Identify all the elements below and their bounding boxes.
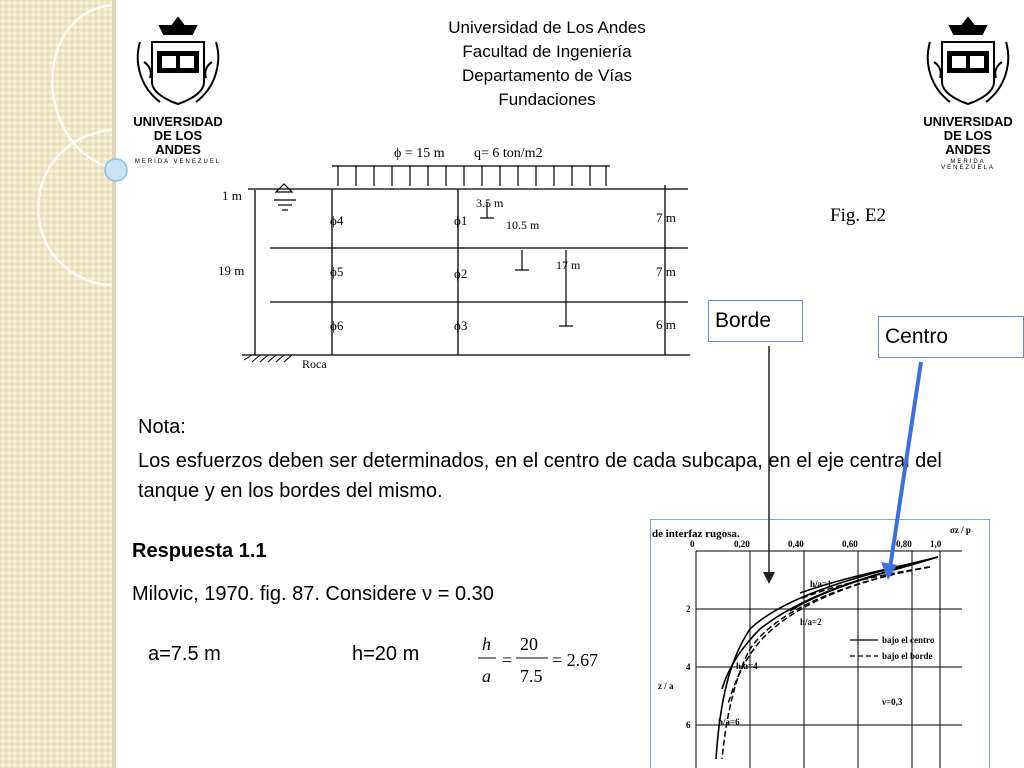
note-text: Los esfuerzos deben ser determinados, en… [138, 450, 942, 502]
header-department: Departamento de Vías [461, 66, 633, 85]
crest-icon [926, 16, 1010, 106]
x-tick-1: 0,20 [734, 539, 750, 549]
note-title: Nota: [138, 416, 186, 438]
point-1: ϕ1 [454, 213, 467, 228]
ratio-equation: h a = 20 7.5 = 2.67 [478, 634, 598, 686]
point-3: ϕ3 [454, 318, 467, 333]
answer-citation: Milovic, 1970. fig. 87. Considere ν = 0.… [132, 583, 494, 605]
dim-3-5-label: 3.5 m [476, 196, 504, 210]
curve-label-1: h/a=1 [810, 579, 832, 589]
point-6: ϕ6 [330, 318, 344, 333]
dim-10-5-label: 10.5 m [506, 218, 540, 232]
eq-denominator-a: a [482, 666, 491, 686]
strip-edge [112, 0, 116, 768]
x-tick-0: 0 [690, 539, 695, 549]
eq-denominator-7-5: 7.5 [520, 666, 543, 686]
logo-name-line1: UNIVERSIDAD [133, 114, 223, 129]
y-tick-6: 6 [686, 720, 691, 730]
nu-label: ν=0,3 [881, 697, 903, 707]
logo-name-line2: DE LOS ANDES [153, 128, 203, 157]
graph-title: de interfaz rugosa. [652, 528, 740, 540]
logo-city: MERIDA VENEZUEL [134, 159, 222, 165]
header-faculty: Facultad de Ingeniería [462, 42, 632, 61]
decorative-rings [37, 3, 128, 287]
x-tick-3: 0,60 [842, 539, 858, 549]
borde-label: Borde [708, 300, 803, 342]
graph-frame [650, 519, 990, 768]
figure-caption: Fig. E2 [830, 205, 886, 226]
university-logo-right: UNIVERSIDAD DE LOS ANDES MERIDA VENEZUEL… [922, 12, 1014, 171]
load-label: q= 6 ton/m2 [474, 146, 543, 161]
x-tick-2: 0,40 [788, 539, 804, 549]
soil-profile-figure: ϕ = 15 m q= 6 ton/m2 1 m 19 m 3.5 m 10.5… [218, 146, 690, 371]
rock-hatch [243, 354, 293, 363]
diameter-label: ϕ = 15 m [394, 146, 445, 161]
water-table-icon [274, 183, 296, 211]
svg-text:=: = [502, 650, 512, 670]
y-tick-2: 2 [686, 604, 691, 614]
note-block: Nota: Los esfuerzos deben ser determinad… [138, 412, 958, 506]
x-axis-label: σz / p [950, 525, 971, 535]
decorative-side-strip [0, 0, 112, 768]
curve-label-2: h/a=2 [800, 617, 822, 627]
legend-center: bajo el centro [882, 635, 935, 645]
header-course: Fundaciones [498, 90, 596, 109]
y-axis-label: z / a [658, 681, 674, 691]
rock-label: Roca [302, 357, 327, 371]
milovic-graph: de interfaz rugosa. 0 0,20 0,40 0,60 0,8… [652, 525, 971, 768]
water-depth-label: 1 m [222, 188, 242, 203]
layer-3-label: 6 m [656, 317, 676, 332]
layer-1-label: 7 m [656, 210, 676, 225]
university-logo-left: UNIVERSIDAD DE LOS ANDES MERIDA VENEZUEL [132, 12, 224, 165]
page-header: Universidad de Los Andes Facultad de Ing… [380, 16, 714, 112]
curve-label-6: h/a=6 [718, 717, 740, 727]
curve-label-4: h/a=4 [736, 661, 758, 671]
x-tick-5: 1,0 [930, 539, 942, 549]
point-2: ϕ2 [454, 266, 467, 281]
dim-17-label: 17 m [556, 258, 581, 272]
total-depth-label: 19 m [218, 263, 244, 278]
eq-numerator-h: h [482, 634, 491, 654]
centro-label: Centro [878, 316, 1024, 358]
y-tick-4: 4 [686, 662, 691, 672]
logo-city: MERIDA VENEZUELA [941, 159, 995, 171]
logo-name-line1: UNIVERSIDAD [923, 114, 1013, 129]
x-tick-4: 0,80 [896, 539, 912, 549]
eq-result: = 2.67 [552, 650, 598, 670]
header-university: Universidad de Los Andes [448, 18, 646, 37]
crest-icon [136, 16, 220, 106]
eq-numerator-20: 20 [520, 634, 538, 654]
h-value: h=20 m [352, 643, 420, 665]
curve-edge-6 [721, 566, 931, 760]
logo-name-line2: DE LOS ANDES [943, 128, 993, 157]
answer-title: Respuesta 1.1 [132, 540, 267, 562]
legend-edge: bajo el borde [882, 651, 933, 661]
load-arrows [337, 166, 607, 186]
decorative-bead [104, 158, 128, 182]
point-4: ϕ4 [330, 213, 344, 228]
a-value: a=7.5 m [148, 643, 221, 665]
point-5: ϕ5 [330, 264, 343, 279]
layer-2-label: 7 m [656, 264, 676, 279]
